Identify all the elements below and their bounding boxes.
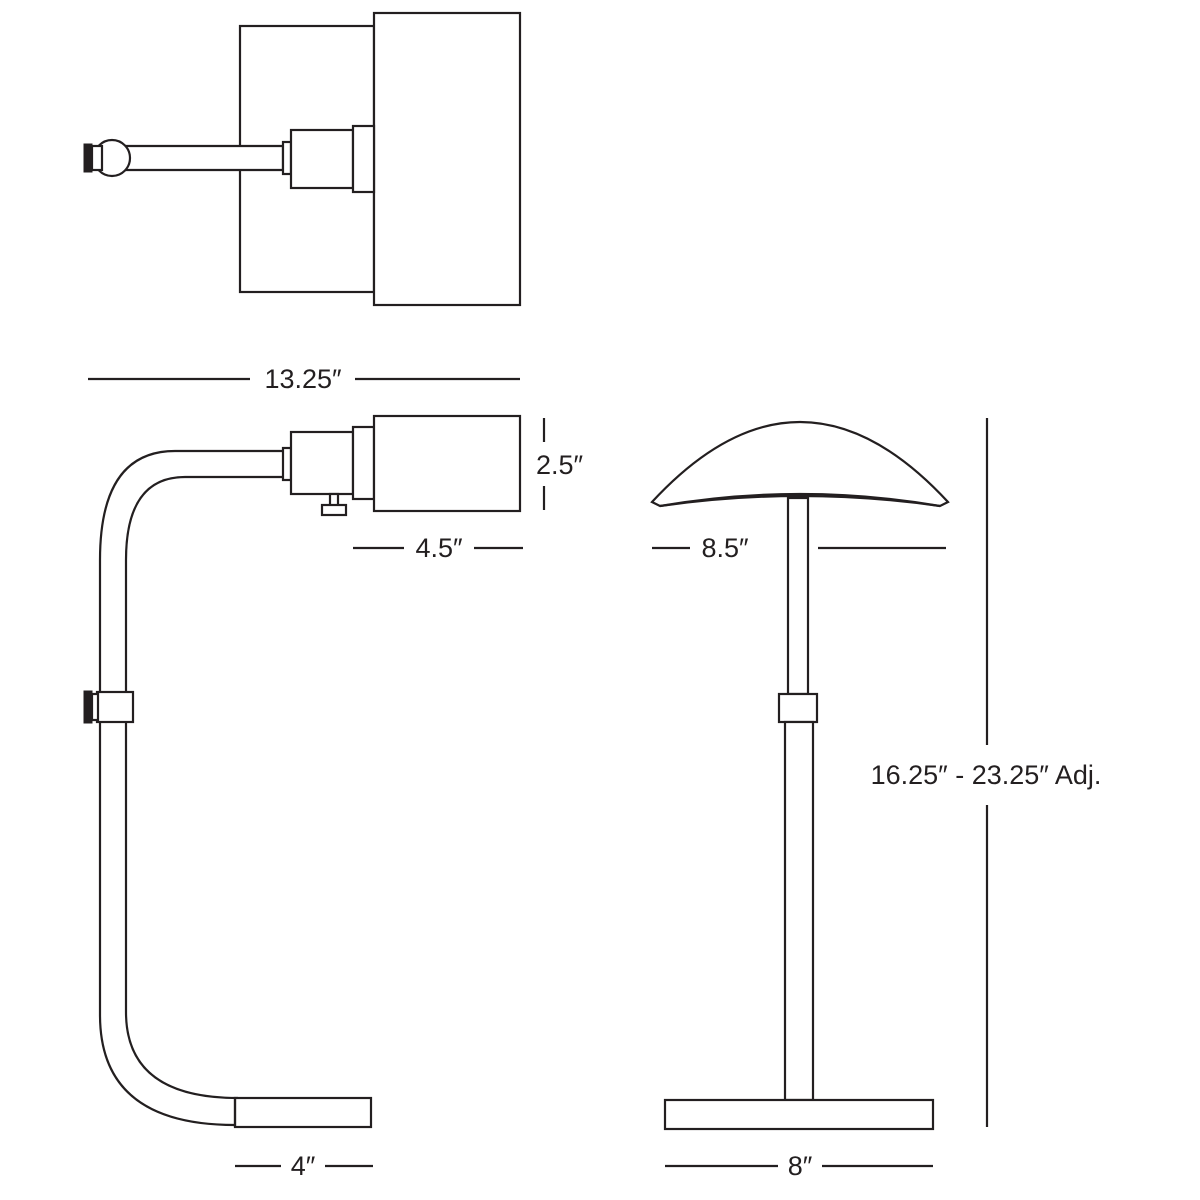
top-view-socket bbox=[289, 128, 355, 190]
height-label: 16.25″ - 23.25″ Adj. bbox=[871, 760, 1102, 790]
side-view-switch bbox=[320, 503, 348, 517]
top-view-knob-cap bbox=[83, 143, 93, 173]
front-base-label: 8″ bbox=[788, 1151, 813, 1181]
side-view-tube-outer bbox=[98, 449, 287, 1127]
front-view-upper-stem bbox=[786, 496, 810, 696]
front-view-shade bbox=[650, 420, 950, 508]
shade-length-label: 4.5″ bbox=[415, 533, 463, 563]
top-view-socket-ring bbox=[351, 124, 376, 194]
top-view-arm bbox=[108, 144, 285, 172]
side-base-dimension: 4″ bbox=[235, 1151, 373, 1181]
front-base-dimension: 8″ bbox=[665, 1151, 933, 1181]
shade-width-dimension: 8.5″ bbox=[652, 533, 946, 563]
overall-width-label: 13.25″ bbox=[264, 364, 342, 394]
top-view-arm-collar bbox=[281, 140, 293, 176]
shade-width-label: 8.5″ bbox=[701, 533, 749, 563]
side-view-adjust-knob-cap bbox=[83, 690, 93, 724]
side-view-socket-ring bbox=[351, 425, 376, 501]
side-view-socket bbox=[289, 430, 355, 496]
front-view-lower-stem bbox=[783, 720, 815, 1102]
front-view-base bbox=[663, 1098, 935, 1131]
side-view-shade bbox=[372, 414, 522, 513]
side-view-adjust-collar bbox=[95, 690, 135, 724]
top-view bbox=[83, 11, 522, 307]
side-view-arm-collar bbox=[281, 446, 293, 482]
shade-length-dimension: 4.5″ bbox=[353, 533, 523, 563]
side-view-tube-inner bbox=[124, 475, 287, 1100]
shade-height-dimension: 2.5″ bbox=[536, 418, 584, 510]
side-view bbox=[83, 414, 522, 1129]
top-view-shade bbox=[372, 11, 522, 307]
height-dimension: 16.25″ - 23.25″ Adj. bbox=[871, 418, 1102, 1127]
side-view-base bbox=[233, 1096, 373, 1129]
top-view-knob bbox=[90, 144, 104, 172]
front-view-adjust-collar bbox=[777, 692, 819, 724]
front-view bbox=[650, 420, 950, 1131]
side-base-label: 4″ bbox=[291, 1151, 316, 1181]
shade-height-label: 2.5″ bbox=[536, 450, 584, 480]
overall-width-dimension: 13.25″ bbox=[88, 364, 520, 394]
